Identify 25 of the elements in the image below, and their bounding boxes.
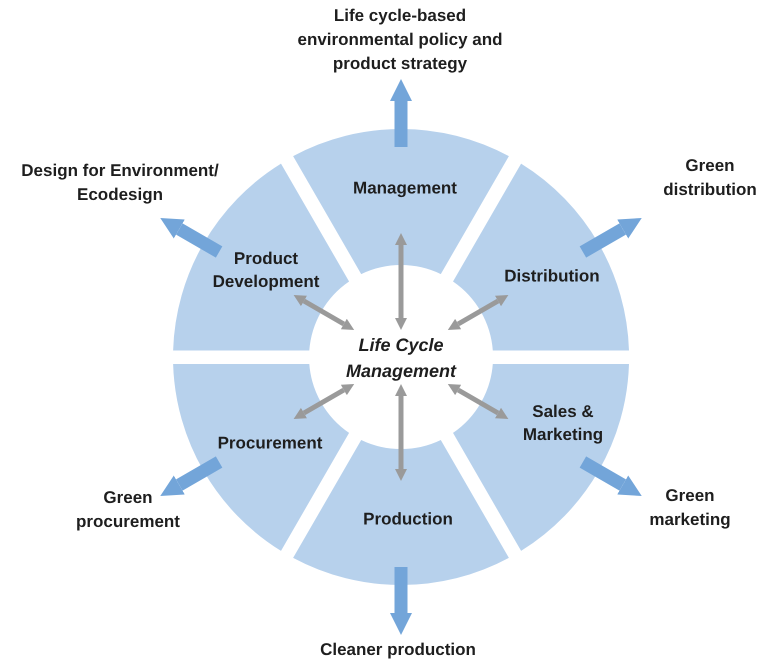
segment-label: Procurement xyxy=(216,432,324,454)
outward-arrow xyxy=(580,456,642,496)
outcome-label: Green marketing xyxy=(635,484,745,532)
outcome-label: Cleaner production xyxy=(288,638,508,662)
double-arrow xyxy=(395,233,407,330)
segment-label: Sales & Marketing xyxy=(522,401,604,446)
outward-arrow xyxy=(160,456,222,496)
double-arrow xyxy=(294,384,354,419)
outcome-label: Life cycle-based environmental policy and product strategy xyxy=(298,4,502,76)
outward-arrow xyxy=(160,218,222,258)
outcome-label: Green procurement xyxy=(53,486,203,534)
segment-label: Distribution xyxy=(503,265,601,288)
double-arrow xyxy=(448,295,508,330)
outward-arrow xyxy=(580,218,642,258)
outward-arrow xyxy=(390,567,412,635)
center-label: Life Cycle Management xyxy=(336,332,466,384)
segment-label: Product Development xyxy=(212,248,320,293)
segment-label: Management xyxy=(352,178,458,200)
outcome-label: Design for Environment/ Ecodesign xyxy=(0,159,240,207)
outward-arrow xyxy=(390,79,412,147)
double-arrow xyxy=(448,384,508,419)
double-arrow xyxy=(294,295,354,330)
segment-label: Production xyxy=(362,508,454,530)
double-arrow xyxy=(395,384,407,481)
outcome-label: Green distribution xyxy=(660,154,760,202)
